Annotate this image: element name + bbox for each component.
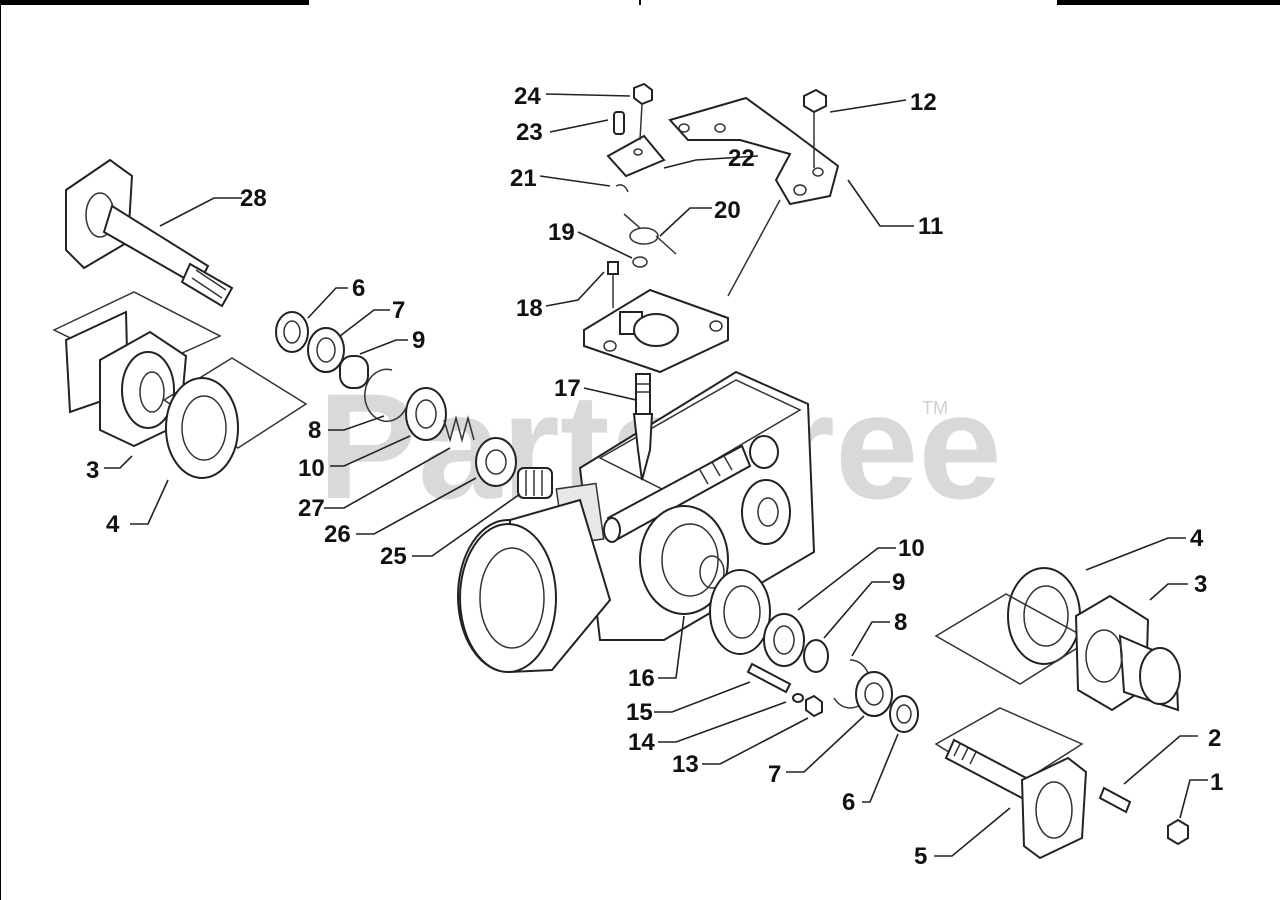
callout-7-left[interactable]: 7: [392, 297, 405, 324]
toolbar-segment: [640, 0, 1058, 5]
callout-23[interactable]: 23: [516, 119, 543, 146]
input-shaft: [632, 373, 654, 481]
toolbar-segment: [308, 0, 640, 5]
stud: [746, 662, 792, 694]
callout-28[interactable]: 28: [240, 185, 267, 212]
washer: [792, 693, 804, 703]
callout-8-right[interactable]: 8: [894, 609, 907, 636]
callout-21[interactable]: 21: [510, 165, 537, 192]
watermark-trademark: TM: [922, 398, 948, 418]
right-seal: [889, 695, 919, 733]
left-bearing-outer: [307, 327, 345, 373]
callout-13[interactable]: 13: [672, 751, 699, 778]
left-spring: [443, 415, 475, 443]
right-axle-shaft: [934, 707, 1088, 860]
callout-16[interactable]: 16: [628, 665, 655, 692]
callout-15[interactable]: 15: [626, 699, 653, 726]
top-toolbar-strip: [0, 0, 1280, 5]
left-hub: [52, 291, 222, 448]
o-ring: [632, 256, 648, 268]
frame-border: [0, 0, 1, 900]
callout-labels: 24 23 21 22 19 20 18 17 12 11 28 6 7 9 8…: [86, 83, 1223, 870]
right-bearing-inner: [763, 613, 805, 667]
callout-20[interactable]: 20: [714, 197, 741, 224]
callout-3-left[interactable]: 3: [86, 457, 99, 484]
axle-nut: [1167, 818, 1189, 846]
left-axle-shaft: [65, 158, 234, 308]
callout-6-left[interactable]: 6: [352, 275, 365, 302]
bracket-bolt: [803, 88, 827, 168]
nut: [805, 694, 823, 718]
callout-22[interactable]: 22: [728, 145, 755, 172]
control-arm: [606, 134, 666, 178]
callout-2[interactable]: 2: [1208, 725, 1221, 752]
clip: [615, 184, 629, 193]
callout-26[interactable]: 26: [324, 521, 351, 548]
callout-10-right[interactable]: 10: [898, 535, 925, 562]
worm-gear: [639, 505, 729, 615]
left-gasket: [162, 357, 308, 479]
leader-lines: [104, 93, 1208, 857]
top-cover: [583, 288, 729, 374]
lock-nut: [633, 82, 653, 141]
callout-11[interactable]: 11: [918, 213, 943, 240]
left-snap-ring: [364, 368, 407, 422]
callout-3-right[interactable]: 3: [1194, 571, 1207, 598]
callout-25[interactable]: 25: [380, 543, 407, 570]
callout-14[interactable]: 14: [628, 729, 655, 756]
mounting-bracket: [668, 96, 840, 297]
torsion-spring: [623, 213, 677, 255]
right-collar: [803, 639, 829, 673]
left-collar: [339, 355, 369, 389]
left-bearing-inner: [405, 387, 447, 441]
worm-shaft: [603, 444, 752, 543]
callout-10-left[interactable]: 10: [298, 455, 325, 482]
left-seal: [275, 311, 309, 353]
callout-18[interactable]: 18: [516, 295, 543, 322]
callout-9-left[interactable]: 9: [412, 327, 425, 354]
axle-bolt: [1098, 786, 1132, 814]
callout-27[interactable]: 27: [298, 495, 325, 522]
callout-5[interactable]: 5: [914, 843, 927, 870]
callout-17[interactable]: 17: [554, 375, 581, 402]
callout-24[interactable]: 24: [514, 83, 541, 110]
callout-12[interactable]: 12: [910, 89, 937, 116]
callout-7-right[interactable]: 7: [768, 761, 781, 788]
callout-1[interactable]: 1: [1210, 769, 1223, 796]
left-gear-hub: [475, 437, 517, 487]
cover-bolt: [607, 261, 619, 308]
callout-19[interactable]: 19: [548, 219, 575, 246]
right-gasket: [1007, 567, 1081, 665]
pin-bolt: [613, 111, 625, 135]
callout-8-left[interactable]: 8: [308, 417, 321, 444]
right-hub: [934, 593, 1181, 712]
callout-4-right[interactable]: 4: [1190, 525, 1204, 552]
callout-4-left[interactable]: 4: [106, 511, 120, 538]
right-bearing-outer: [855, 671, 893, 717]
right-seal-ring: [709, 569, 771, 655]
callout-9-right[interactable]: 9: [892, 569, 905, 596]
left-needle-bearing: [517, 467, 553, 499]
callout-6-right[interactable]: 6: [842, 789, 855, 816]
